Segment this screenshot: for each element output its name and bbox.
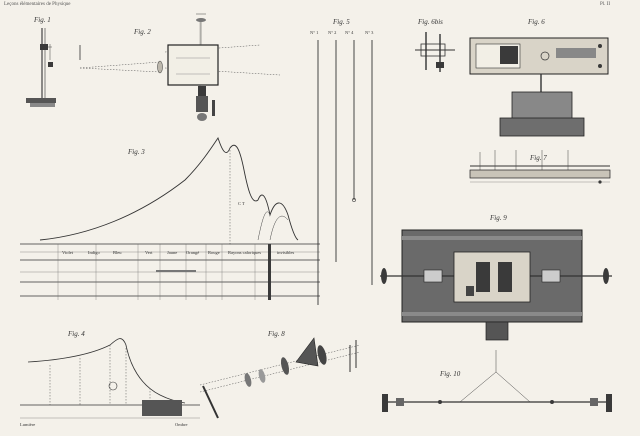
fig5-tube2-label: N° 2 bbox=[328, 30, 336, 35]
fig3-rayons-caloriques: Rayons caloriques bbox=[228, 250, 261, 255]
fig3-color-violet: Violet bbox=[62, 250, 74, 255]
fig8-optical-bench: Fig. 8 bbox=[199, 330, 361, 419]
fig4-lumiere-label: Lumière bbox=[20, 422, 35, 427]
fig5-tube3-label: N° 3 bbox=[365, 30, 374, 35]
fig4-ombre-label: Ombre bbox=[175, 422, 188, 427]
fig5-tube1-label: N° 1 bbox=[310, 30, 318, 35]
fig3-color-vert: Vert bbox=[145, 250, 153, 255]
fig3-color-orange: Orangé bbox=[186, 250, 199, 255]
fig3-spectrum-diagram: Fig. 3 C T Violet Indigo Bleu Vert Jaune… bbox=[20, 136, 320, 300]
fig6-label: Fig. 6 bbox=[527, 18, 545, 26]
fig6bis-label: Fig. 6bis bbox=[417, 18, 443, 26]
fig10-label: Fig. 10 bbox=[439, 370, 461, 378]
fig2-prism-apparatus: Fig. 2 bbox=[79, 13, 281, 121]
fig8-label: Fig. 8 bbox=[267, 330, 285, 338]
plate-number: Pl. II bbox=[600, 2, 610, 7]
fig6-thermopile: Fig. 6 bbox=[469, 18, 609, 137]
fig3-color-indigo: Indigo bbox=[88, 250, 100, 255]
fig3-color-bleu: Bleu bbox=[113, 250, 122, 255]
fig7-bench: Fig. 7 bbox=[469, 150, 611, 184]
fig5-thermometer-tubes: Fig. 5 N° 1 N° 2 N° 4 N° 3 bbox=[310, 18, 374, 305]
fig4-intensity-curve: Fig. 4 Lumière Ombre bbox=[20, 330, 200, 427]
fig4-label: Fig. 4 bbox=[67, 330, 85, 338]
fig6bis-clamp: Fig. 6bis bbox=[415, 18, 455, 72]
fig3-invisibles: invisibles bbox=[277, 250, 294, 255]
fig1-label: Fig. 1 bbox=[33, 16, 51, 24]
fig1-thermometer-stand: Fig. 1 bbox=[26, 16, 81, 107]
fig10-beam-balance: Fig. 10 bbox=[382, 350, 612, 412]
fig7-label: Fig. 7 bbox=[529, 154, 547, 162]
fig3-ct-label: C T bbox=[238, 201, 245, 206]
fig5-tube4-label: N° 4 bbox=[345, 30, 354, 35]
fig5-label: Fig. 5 bbox=[332, 18, 350, 26]
fig9-label: Fig. 9 bbox=[489, 214, 507, 222]
fig3-color-rouge: Rouge bbox=[208, 250, 220, 255]
plate-header-title: Leçons élémentaires de Physique bbox=[4, 2, 71, 7]
fig9-heating-stage: Fig. 9 bbox=[380, 214, 612, 341]
fig3-label: Fig. 3 bbox=[127, 148, 145, 156]
fig3-color-jaune: Jaune bbox=[167, 250, 177, 255]
fig2-label: Fig. 2 bbox=[133, 28, 151, 36]
